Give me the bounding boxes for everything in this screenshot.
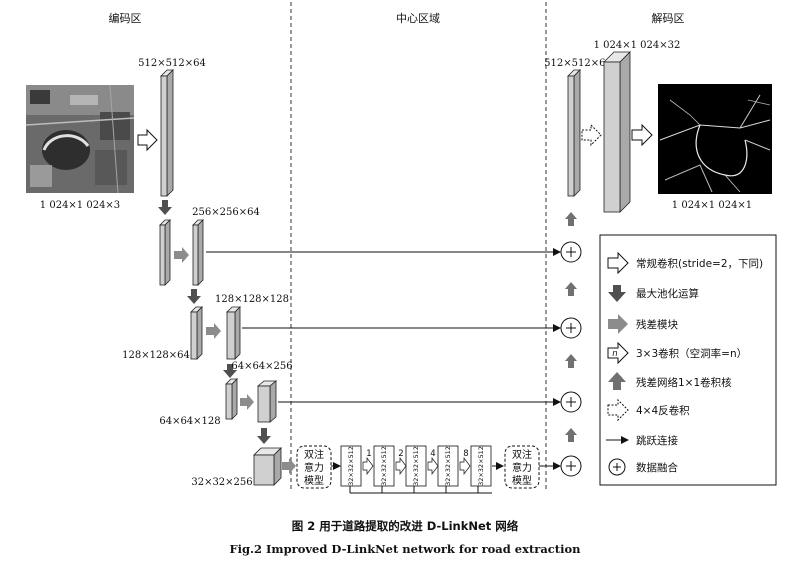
pool-arrow-icon — [158, 200, 172, 215]
upsample-arrow-icon — [565, 212, 577, 226]
attention-left-line1: 双注 — [304, 448, 324, 461]
enc2-bottom-dim-label: 128×128×64 — [122, 350, 190, 361]
caption-en: Fig.2 Improved D-LinkNet network for roa… — [229, 542, 581, 556]
dilation-rate: 2 — [398, 449, 403, 459]
fusion-node — [560, 317, 582, 339]
dilation-rate: 8 — [463, 449, 468, 459]
dilation-rate: 4 — [430, 449, 435, 459]
legend-label: 残差模块 — [636, 318, 678, 331]
dilated-block: 32×32×512 — [437, 445, 459, 487]
encoder-slab-3 — [225, 378, 278, 423]
upsample-arrow-icon — [565, 354, 577, 368]
dilated-block: 32×32×512 — [340, 445, 362, 487]
section-center: 中心区域 — [396, 12, 440, 25]
fusion-node — [560, 391, 582, 413]
output-road-mask — [658, 84, 772, 194]
dec-final-dim-label: 1 024×1 024×32 — [594, 40, 681, 51]
n-symbol: n — [612, 349, 617, 359]
enc3-top-dim-label: 64×64×256 — [231, 361, 292, 372]
residual-arrow-icon — [282, 458, 296, 474]
input-image — [25, 84, 135, 194]
dark-down-arrow-icon — [608, 285, 626, 302]
pool-arrow-icon — [223, 364, 237, 378]
residual-arrow-icon — [240, 394, 254, 410]
plus-circle-icon — [608, 458, 626, 476]
input-dim-label: 1 024×1 024×3 — [40, 200, 120, 211]
legend-label: 3×3卷积（空洞率=n） — [636, 347, 747, 360]
decoder-slab-final — [603, 51, 631, 213]
encoder-slab-1 — [159, 219, 204, 286]
hollow-arrow-icon — [607, 251, 629, 275]
svg-text:32×32×512: 32×32×512 — [347, 446, 355, 486]
encoder-slab-4 — [253, 447, 282, 486]
gray-right-arrow-icon — [608, 314, 628, 334]
residual-arrow-icon — [206, 323, 221, 339]
legend-label: 跳跃连接 — [636, 434, 678, 447]
attention-left-line3: 模型 — [304, 474, 324, 487]
fusion-node — [560, 455, 582, 477]
dilated-block: 32×32×512 — [470, 445, 492, 487]
dilated-arrow-icon — [362, 456, 374, 476]
encoder-slab-2 — [190, 306, 241, 360]
section-encoder: 编码区 — [109, 11, 142, 25]
fusion-node — [560, 241, 582, 263]
legend-label: 残差网络1×1卷积核 — [636, 376, 732, 389]
section-decoder: 解码区 — [652, 11, 685, 25]
attention-right-line3: 模型 — [512, 474, 532, 487]
dilated-arrow-icon — [459, 456, 471, 476]
pool-arrow-icon — [257, 428, 271, 444]
enc4-dim-label: 32×32×256 — [191, 477, 252, 488]
residual-arrow-icon — [174, 247, 189, 263]
attention-box-right: 双注 意力 模型 — [504, 445, 540, 489]
dilated-block: 32×32×512 — [373, 445, 395, 487]
svg-text:32×32×512: 32×32×512 — [477, 446, 485, 486]
attention-right-line1: 双注 — [512, 448, 532, 461]
svg-text:32×32×512: 32×32×512 — [444, 446, 452, 486]
conv-arrow-icon — [631, 123, 653, 147]
enc0-dim-label: 512×512×64 — [138, 58, 206, 69]
upsample-arrow-icon — [565, 282, 577, 296]
gray-up-arrow-icon — [608, 372, 626, 390]
pool-arrow-icon — [187, 289, 201, 304]
dashed-arrow-icon — [607, 398, 629, 422]
output-dim-label: 1 024×1 024×1 — [672, 200, 752, 211]
dilated-conv-chain: 32×32×512 1 32×32×512 2 32×32×512 4 32×3… — [340, 445, 492, 494]
enc1-dim-label: 256×256×64 — [192, 207, 260, 218]
legend: 常规卷积(stride=2，下同) 最大池化运算 残差模块 n 3×3卷积（空洞… — [599, 234, 777, 486]
deconv-arrow-icon — [581, 123, 602, 147]
caption-zh: 图 2 用于道路提取的改进 D-LinkNet 网络 — [292, 519, 519, 533]
decoder-slab-mid — [567, 69, 581, 197]
legend-label: 最大池化运算 — [636, 287, 699, 300]
enc2-top-dim-label: 128×128×128 — [215, 294, 289, 305]
svg-text:32×32×512: 32×32×512 — [412, 446, 420, 486]
legend-label: 数据融合 — [636, 461, 678, 474]
dilated-arrow-icon — [427, 456, 439, 476]
n-arrow-icon — [607, 341, 629, 365]
attention-box-left: 双注 意力 模型 — [296, 445, 332, 489]
legend-label: 4×4反卷积 — [636, 404, 690, 417]
attention-right-line2: 意力 — [512, 461, 532, 474]
encoder-slab-0 — [160, 69, 174, 197]
upsample-arrow-icon — [565, 428, 577, 442]
dilated-block: 32×32×512 — [405, 445, 427, 487]
dec-mid-dim-label: 512×512×64 — [544, 58, 612, 69]
legend-label: 常规卷积(stride=2，下同) — [636, 257, 763, 270]
attention-left-line2: 意力 — [304, 461, 324, 474]
dilation-rate: 1 — [366, 449, 371, 459]
svg-text:32×32×512: 32×32×512 — [380, 446, 388, 486]
enc3-bottom-dim-label: 64×64×128 — [159, 416, 220, 427]
dilated-arrow-icon — [395, 456, 407, 476]
conv-arrow-icon — [137, 128, 158, 152]
